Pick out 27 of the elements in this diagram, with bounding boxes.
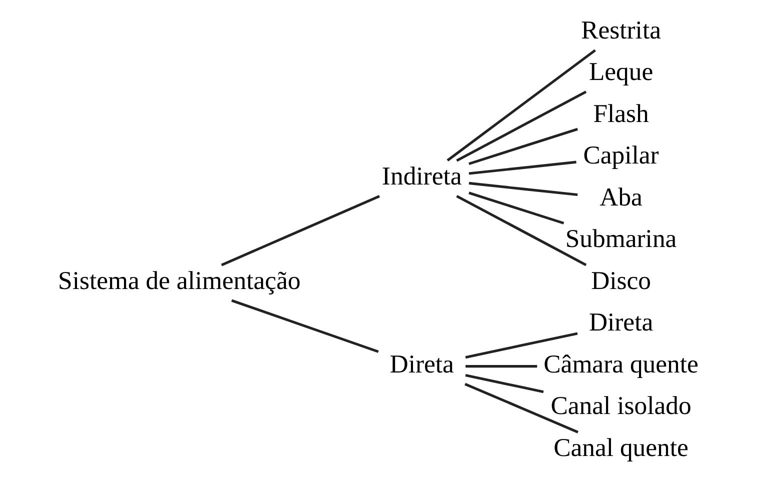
node-text: Submarina [565, 224, 677, 254]
connector [231, 299, 379, 353]
connector [456, 194, 587, 266]
connector [446, 49, 596, 162]
connector [468, 192, 564, 224]
connector [466, 365, 538, 368]
connector [464, 382, 578, 434]
node-text: Indireta [382, 161, 462, 190]
node-text: Canal isolado [550, 391, 692, 420]
node-text: Aba [600, 182, 642, 212]
connector [465, 374, 544, 394]
node-text: Leque [588, 57, 654, 86]
connector [468, 182, 578, 196]
node-text: Direta [390, 349, 454, 378]
node-text: Restrita [581, 15, 661, 44]
connector [465, 332, 578, 359]
node-text: Capilar [583, 140, 659, 170]
connector [468, 160, 576, 175]
connector [221, 194, 380, 266]
node-text: Direta [588, 308, 654, 337]
node-text: Disco [591, 266, 652, 295]
connector [468, 128, 578, 166]
node-text: Canal quente [554, 432, 688, 462]
node-text: Câmara quente [544, 349, 698, 378]
node-text: Sistema de alimentação [58, 266, 301, 295]
node-text: Flash [593, 98, 649, 128]
connector [456, 90, 587, 162]
